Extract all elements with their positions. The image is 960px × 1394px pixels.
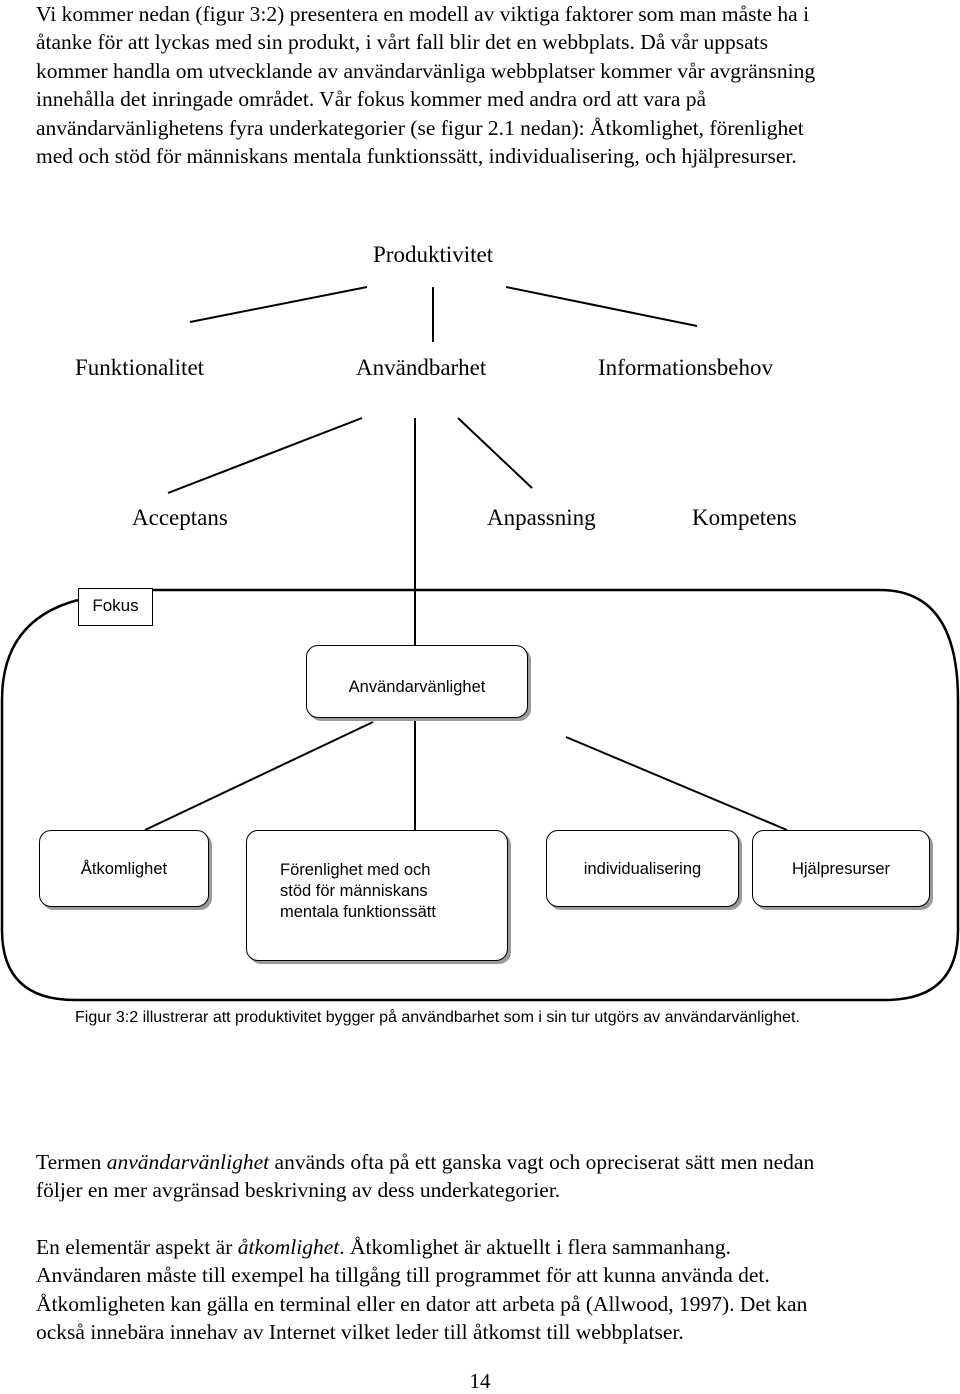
intro-line-2: åtanke för att lyckas med sin produkt, i… bbox=[36, 30, 768, 55]
node-individualisering-label: individualisering bbox=[583, 860, 702, 878]
connector-center-atkomlighet bbox=[144, 721, 374, 831]
intro-line-4: innehålla det inringade området. Vår fok… bbox=[36, 87, 707, 112]
node-atkomlighet: Åtkomlighet bbox=[39, 830, 209, 907]
node-funktionalitet: Funktionalitet bbox=[75, 355, 205, 380]
node-anvandarvanlighet: Användarvänlighet bbox=[306, 645, 528, 718]
termen-line-1-pre: Termen bbox=[36, 1150, 107, 1174]
connector-root-informationsbehov bbox=[505, 286, 698, 327]
node-hjalpresurser-label: Hjälpresurser bbox=[791, 860, 891, 878]
node-atkomlighet-label: Åtkomlighet bbox=[80, 860, 168, 878]
aspekt-line-4: också innebära innehav av Internet vilke… bbox=[36, 1320, 684, 1345]
node-forenlighet-line-3: mentala funktionssätt bbox=[280, 903, 436, 921]
aspekt-line-1: En elementär aspekt är åtkomlighet. Åtko… bbox=[36, 1233, 936, 1261]
node-forenlighet-line-2: stöd för människans bbox=[280, 882, 428, 900]
node-kompetens: Kompetens bbox=[692, 505, 797, 530]
node-forenlighet: Förenlighet med och stöd för människans … bbox=[246, 830, 508, 961]
connector-anvandbarhet-anpassning bbox=[457, 417, 533, 489]
termen-line-1-post: används ofta på ett ganska vagt och opre… bbox=[269, 1150, 815, 1174]
node-anpassning: Anpassning bbox=[487, 505, 596, 530]
node-hjalpresurser: Hjälpresurser bbox=[752, 830, 930, 907]
node-informationsbehov: Informationsbehov bbox=[598, 355, 774, 380]
connector-anvandbarhet-acceptans bbox=[167, 417, 363, 494]
focus-label-box: Fokus bbox=[78, 588, 153, 626]
intro-line-1: Vi kommer nedan (figur 3:2) presentera e… bbox=[36, 2, 810, 26]
node-acceptans: Acceptans bbox=[132, 505, 228, 530]
termen-line-2: följer en mer avgränsad beskrivning av d… bbox=[36, 1178, 561, 1203]
connector-root-funktionalitet bbox=[189, 286, 368, 323]
aspekt-line-3: Åtkomligheten kan gälla en terminal elle… bbox=[36, 1291, 808, 1316]
node-anvandarvanlighet-label: Användarvänlighet bbox=[348, 678, 486, 696]
figure-caption: Figur 3:2 illustrerar att produktivitet … bbox=[75, 1009, 800, 1026]
node-anvandbarhet: Användbarhet bbox=[356, 355, 487, 380]
termen-paragraph: Termen användarvänlighet används ofta på… bbox=[36, 1148, 936, 1205]
intro-line-5: användarvänlighetens fyra underkategorie… bbox=[36, 115, 804, 140]
intro-paragraph: Vi kommer nedan (figur 3:2) presentera e… bbox=[36, 0, 936, 170]
aspekt-line-1-post: . Åtkomlighet är aktuellt i flera samman… bbox=[339, 1235, 731, 1259]
aspekt-emphasis: åtkomlighet bbox=[237, 1235, 340, 1259]
node-individualisering: individualisering bbox=[546, 830, 739, 907]
termen-emphasis: användarvänlighet bbox=[106, 1150, 270, 1174]
node-forenlighet-label: Förenlighet med och stöd för människans … bbox=[280, 860, 436, 923]
intro-line-3: kommer handla om utvecklande av användar… bbox=[36, 58, 816, 83]
aspekt-line-1-pre: En elementär aspekt är bbox=[36, 1235, 238, 1259]
termen-line-1: Termen användarvänlighet används ofta på… bbox=[36, 1148, 936, 1176]
intro-line-6: med och stöd för människans mentala funk… bbox=[36, 144, 797, 169]
aspekt-line-2: Användaren måste till exempel ha tillgån… bbox=[36, 1263, 770, 1288]
connector-center-individualisering bbox=[565, 736, 788, 831]
node-forenlighet-line-1: Förenlighet med och bbox=[280, 861, 431, 879]
node-produktivitet: Produktivitet bbox=[373, 242, 494, 267]
page-number: 14 bbox=[469, 1369, 491, 1393]
aspekt-paragraph: En elementär aspekt är åtkomlighet. Åtko… bbox=[36, 1233, 936, 1347]
focus-label: Fokus bbox=[92, 596, 139, 615]
